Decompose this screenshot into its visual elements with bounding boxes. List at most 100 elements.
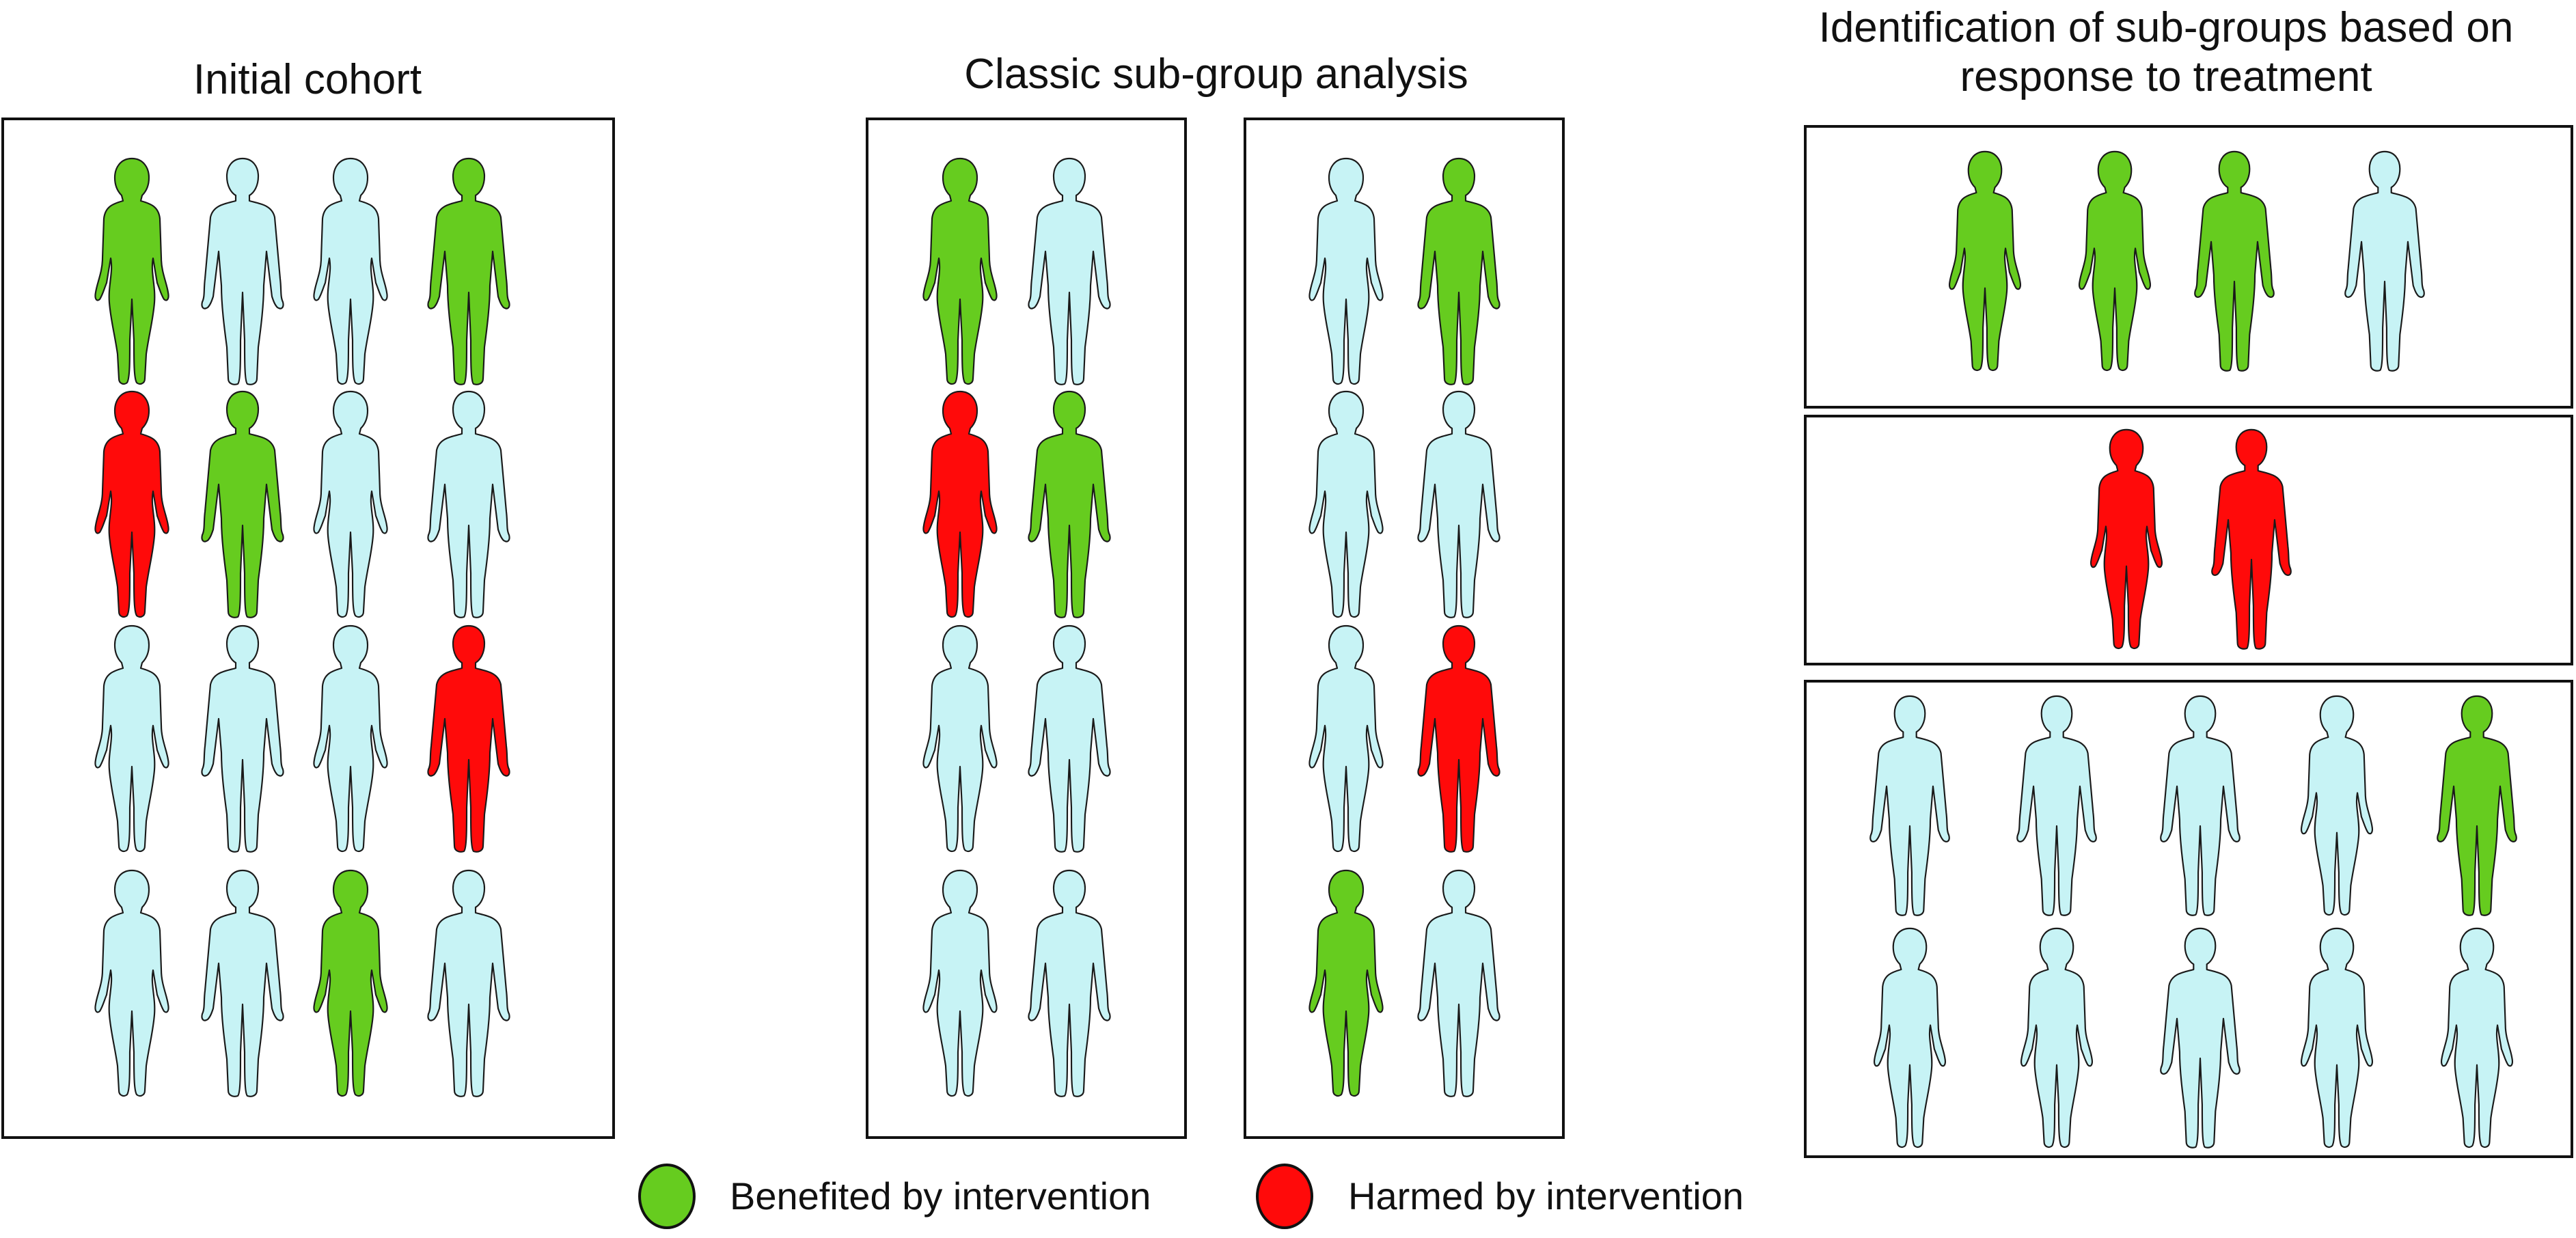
benefited-female-silhouette xyxy=(1949,150,2021,372)
neutral-male-silhouette xyxy=(1028,869,1111,1097)
neutral-male-silhouette xyxy=(2016,695,2097,916)
benefited-female-silhouette xyxy=(1308,869,1384,1097)
neutral-male-figure xyxy=(1417,390,1501,618)
neutral-male-figure xyxy=(201,624,284,853)
benefited-male-figure xyxy=(201,390,284,618)
legend-benefited-swatch xyxy=(638,1164,696,1229)
harmed-female-silhouette xyxy=(94,390,169,618)
neutral-male-figure xyxy=(1028,157,1111,385)
benefited-female-figure xyxy=(2079,150,2151,372)
neutral-male-figure xyxy=(427,869,510,1097)
neutral-male-silhouette xyxy=(1417,390,1501,618)
neutral-female-figure xyxy=(94,869,169,1097)
neutral-female-silhouette xyxy=(922,869,998,1097)
harmed-male-silhouette xyxy=(2211,428,2292,650)
neutral-male-silhouette xyxy=(201,157,284,385)
harmed-female-figure xyxy=(2090,428,2163,650)
neutral-male-figure xyxy=(201,157,284,385)
neutral-male-silhouette xyxy=(1417,869,1501,1097)
benefited-female-figure xyxy=(1949,150,2021,372)
panel-classic-left xyxy=(866,118,1187,1139)
neutral-male-silhouette xyxy=(2344,150,2425,372)
benefited-male-figure xyxy=(2437,695,2517,916)
harmed-female-silhouette xyxy=(922,390,998,618)
neutral-female-figure xyxy=(1308,157,1384,385)
neutral-female-figure xyxy=(313,390,388,618)
neutral-male-silhouette xyxy=(201,624,284,853)
neutral-male-figure xyxy=(1417,869,1501,1097)
panel-identified-benefited xyxy=(1804,125,2573,409)
neutral-male-figure xyxy=(2016,695,2097,916)
benefited-male-silhouette xyxy=(201,390,284,618)
legend-benefited-label: Benefited by intervention xyxy=(730,1174,1151,1218)
neutral-female-silhouette xyxy=(2301,695,2373,916)
benefited-female-silhouette xyxy=(313,869,388,1097)
neutral-male-figure xyxy=(1028,869,1111,1097)
neutral-male-silhouette xyxy=(427,869,510,1097)
title-identification-line2: response to treatment xyxy=(1960,53,2372,100)
neutral-female-figure xyxy=(1308,390,1384,618)
neutral-female-silhouette xyxy=(313,390,388,618)
neutral-male-silhouette xyxy=(1028,157,1111,385)
neutral-female-silhouette xyxy=(2020,927,2093,1148)
neutral-female-silhouette xyxy=(2301,927,2373,1148)
benefited-male-figure xyxy=(1028,390,1111,618)
neutral-female-figure xyxy=(922,624,998,853)
neutral-female-figure xyxy=(2441,927,2513,1148)
benefited-male-figure xyxy=(2194,150,2275,372)
benefited-female-figure xyxy=(1308,869,1384,1097)
neutral-female-silhouette xyxy=(1308,624,1384,853)
neutral-female-silhouette xyxy=(922,624,998,853)
benefited-male-silhouette xyxy=(427,157,510,385)
harmed-female-figure xyxy=(94,390,169,618)
neutral-female-silhouette xyxy=(94,869,169,1097)
benefited-female-silhouette xyxy=(922,157,998,385)
neutral-female-figure xyxy=(313,624,388,853)
neutral-male-figure xyxy=(1869,695,1950,916)
neutral-female-figure xyxy=(2301,695,2373,916)
benefited-female-silhouette xyxy=(94,157,169,385)
harmed-male-figure xyxy=(1417,624,1501,853)
benefited-female-figure xyxy=(922,157,998,385)
neutral-male-silhouette xyxy=(1869,695,1950,916)
neutral-male-silhouette xyxy=(1028,624,1111,853)
harmed-male-silhouette xyxy=(427,624,510,853)
benefited-male-silhouette xyxy=(2194,150,2275,372)
neutral-female-silhouette xyxy=(1308,390,1384,618)
harmed-male-silhouette xyxy=(1417,624,1501,853)
neutral-female-figure xyxy=(1308,624,1384,853)
neutral-male-silhouette xyxy=(427,390,510,618)
harmed-female-figure xyxy=(922,390,998,618)
benefited-male-silhouette xyxy=(1028,390,1111,618)
neutral-female-silhouette xyxy=(94,624,169,853)
neutral-female-figure xyxy=(94,624,169,853)
benefited-female-figure xyxy=(313,869,388,1097)
neutral-female-silhouette xyxy=(1308,157,1384,385)
neutral-male-figure xyxy=(1028,624,1111,853)
panel-identified-harmed xyxy=(1804,415,2573,665)
harmed-male-figure xyxy=(427,624,510,853)
neutral-female-figure xyxy=(2020,927,2093,1148)
benefited-male-figure xyxy=(427,157,510,385)
neutral-female-figure xyxy=(1874,927,1946,1148)
panel-classic-right xyxy=(1244,118,1565,1139)
benefited-male-silhouette xyxy=(1417,157,1501,385)
neutral-female-silhouette xyxy=(2441,927,2513,1148)
neutral-female-figure xyxy=(313,157,388,385)
legend-harmed-swatch xyxy=(1256,1164,1313,1229)
harmed-male-figure xyxy=(2211,428,2292,650)
title-initial-cohort: Initial cohort xyxy=(193,56,422,103)
neutral-male-figure xyxy=(201,869,284,1097)
title-identification-line1: Identification of sub-groups based on xyxy=(1818,4,2514,51)
title-classic-subgroup: Classic sub-group analysis xyxy=(964,51,1468,98)
benefited-male-silhouette xyxy=(2437,695,2517,916)
neutral-male-silhouette xyxy=(2160,695,2241,916)
neutral-male-figure xyxy=(2344,150,2425,372)
neutral-male-figure xyxy=(2160,927,2241,1148)
neutral-female-figure xyxy=(2301,927,2373,1148)
neutral-female-silhouette xyxy=(313,157,388,385)
neutral-male-figure xyxy=(427,390,510,618)
neutral-female-figure xyxy=(922,869,998,1097)
neutral-male-silhouette xyxy=(2160,927,2241,1148)
